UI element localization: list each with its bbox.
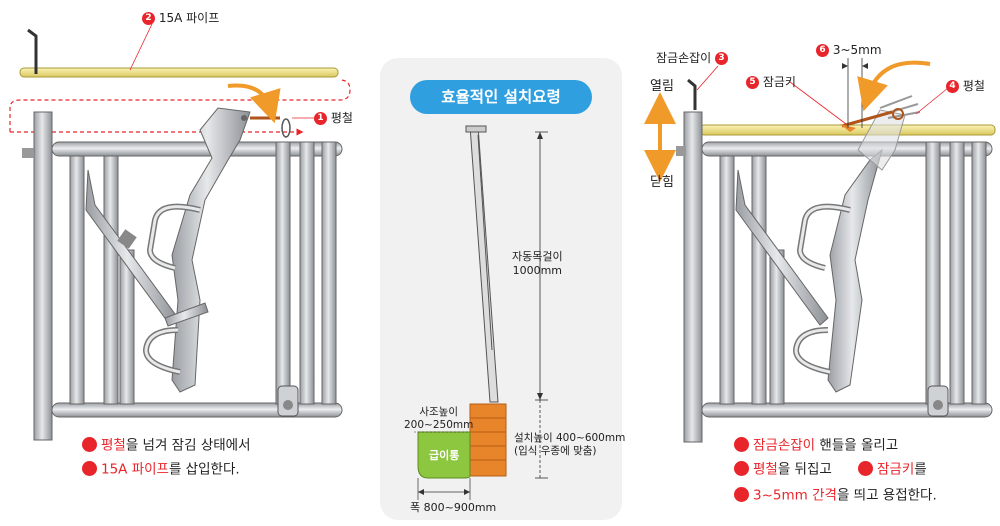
label-gap: 6 3~5mm: [816, 44, 882, 57]
right-note-2b: 잠금키를: [858, 461, 927, 477]
label-flat-iron-left: 1 평철: [314, 112, 353, 125]
label-feeder-height: 사조높이 200~250mm: [404, 406, 474, 432]
label-open: 열림: [650, 79, 674, 94]
label-lock-key: 5 잠금키: [746, 76, 796, 89]
label-width: 폭 800~900mm: [410, 501, 497, 514]
right-note-1: 잠금손잡이 핸들을 올리고: [734, 437, 898, 453]
label-lock-handle: 잠금손잡이 3: [656, 52, 729, 65]
right-note-2: 평철을 뒤집고: [734, 461, 832, 477]
label-flat-iron-right: 4 평철: [946, 80, 985, 93]
right-note-3: 3~5mm 간격을 띄고 용접한다.: [734, 487, 937, 503]
left-15a-pipe: [19, 67, 339, 78]
badge-1: 1: [314, 112, 327, 125]
panel-title: 효율적인 설치요령: [410, 80, 592, 114]
left-note-2: 15A 파이프를 삽입한다.: [82, 461, 240, 477]
right-gate: [644, 58, 996, 443]
left-gate: [9, 23, 351, 441]
badge-6: 6: [816, 44, 829, 57]
badge-3: 3: [715, 52, 729, 65]
left-pipe-hook: [27, 28, 38, 74]
center-diagram: [414, 125, 548, 500]
badge-5: 5: [746, 76, 759, 89]
label-close: 닫힘: [650, 175, 674, 190]
label-install-height: 설치높이 400~600mm (입식 우종에 맞춤): [514, 432, 626, 458]
left-note-1: 평철을 넘겨 잠김 상태에서: [82, 437, 251, 453]
badge-4: 4: [946, 80, 959, 93]
label-auto-latch: 자동목걸이 1000mm: [512, 250, 563, 278]
label-15a-pipe: 2 15A 파이프: [142, 12, 219, 25]
label-waterer: 급이통: [429, 449, 460, 462]
left-post: [33, 111, 53, 441]
badge-2: 2: [142, 12, 155, 25]
